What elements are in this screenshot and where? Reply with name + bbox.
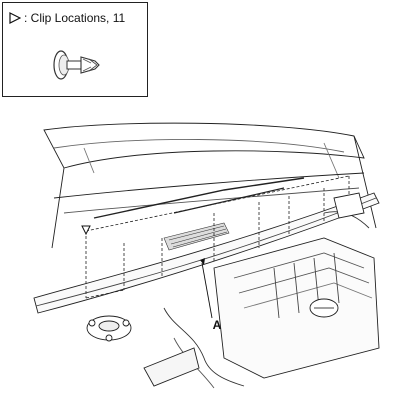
legend-label: : Clip Locations, 11: [24, 11, 126, 25]
hollow-triangle-icon: [9, 12, 21, 24]
cowl-top-cover-illustration: [33, 122, 380, 389]
callout-a: A: [212, 318, 222, 332]
clip-icon: [53, 50, 100, 80]
legend-title: : Clip Locations, 11: [9, 11, 125, 25]
legend-box: : Clip Locations, 11: [2, 2, 148, 97]
